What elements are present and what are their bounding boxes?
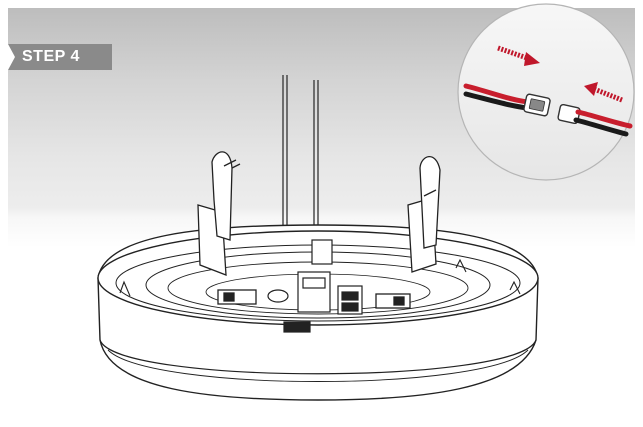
step-badge: STEP 4 [8,44,112,70]
left-arrow [497,45,540,66]
left-wire-pair [463,83,531,111]
push-together-arrows-icon [497,45,623,103]
right-spring-clip [375,155,441,309]
step-label: STEP 4 [22,48,80,65]
right-arrow [584,82,623,103]
wire-connector-icon [523,93,551,117]
right-wire-pair [573,109,633,137]
terminal-block [267,239,363,333]
badge-notch [8,44,15,70]
rim-tabs [119,258,521,297]
left-spring-clip [197,151,257,305]
connector-detail-inset [457,3,635,181]
